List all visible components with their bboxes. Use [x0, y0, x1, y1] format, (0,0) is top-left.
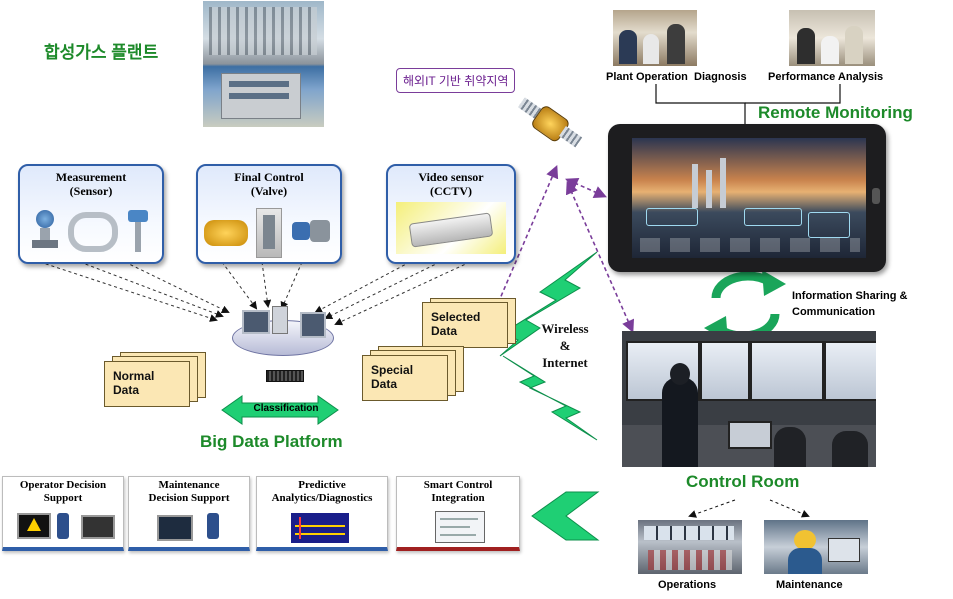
maintenance-photo	[764, 520, 868, 574]
monitor-right-icon	[300, 312, 326, 338]
laptop-icon	[81, 515, 115, 539]
control-room-photo	[622, 331, 876, 467]
selected-data-label: Selected Data	[431, 310, 481, 338]
keyboard-icon	[266, 370, 304, 382]
plant-operation-photo	[613, 10, 697, 66]
control-room-links	[688, 499, 810, 518]
maintenance-decision-support-box: Maintenance Decision Support	[128, 476, 250, 551]
satellite-links	[489, 165, 635, 333]
plant-title: 합성가스 플랜트	[44, 43, 159, 62]
control-room-title: Control Room	[686, 472, 800, 491]
smart-control-screen-icon	[435, 511, 485, 543]
final-control-title: Final Control (Valve)	[234, 170, 304, 198]
smart-control-title: Smart Control Integration	[423, 479, 493, 504]
satellite-region-label: 해외IT 기반 취약지역	[396, 68, 516, 93]
sensor-icon	[30, 210, 58, 254]
return-chevron	[531, 491, 600, 541]
tablet-device	[608, 124, 886, 272]
wireless-internet-label: Wireless & Internet	[541, 321, 589, 370]
special-data-stack: Special Data	[362, 346, 466, 408]
server-icon	[272, 306, 288, 334]
video-sensor-title: Video sensor (CCTV)	[418, 170, 484, 198]
predictive-analytics-box: Predictive Analytics/Diagnostics	[256, 476, 388, 551]
analytics-chart-icon	[291, 513, 349, 543]
operator-decision-support-box: Operator Decision Support	[2, 476, 124, 551]
performance-analysis-photo	[789, 10, 875, 66]
maintenance-monitor-icon	[157, 515, 193, 541]
monitor-left-icon	[242, 310, 270, 334]
maintenance-decision-title: Maintenance Decision Support	[148, 479, 230, 504]
valve-actuator-icon	[204, 220, 248, 246]
measurement-sensor-box: Measurement (Sensor)	[18, 164, 164, 264]
remote-monitoring-title: Remote Monitoring	[758, 103, 913, 122]
plant-photo	[203, 1, 324, 127]
transmitter-icon	[126, 210, 150, 254]
selected-data-stack: Selected Data	[422, 298, 518, 348]
smart-control-integration-box: Smart Control Integration	[396, 476, 520, 551]
normal-data-stack: Normal Data	[104, 352, 208, 414]
normal-data-label: Normal Data	[113, 369, 155, 397]
valve-icon	[256, 208, 282, 258]
predictive-analytics-title: Predictive Analytics/Diagnostics	[271, 479, 373, 504]
remote-links	[655, 84, 841, 126]
performance-analysis-label: Performance Analysis	[768, 71, 884, 83]
tablet-screen	[632, 138, 866, 258]
classification-arrow	[221, 395, 339, 425]
tablet-button	[872, 188, 880, 204]
operator-decision-title: Operator Decision Support	[19, 479, 107, 504]
big-data-platform-title: Big Data Platform	[200, 432, 343, 451]
operations-photo	[638, 520, 742, 574]
classification-label: Classification	[253, 403, 319, 414]
handheld-icon	[57, 513, 69, 539]
device-to-platform-arrows	[39, 261, 471, 326]
operations-label: Operations	[658, 579, 717, 591]
data-platform-computer	[224, 306, 344, 386]
maintenance-label: Maintenance	[776, 579, 843, 591]
video-sensor-box: Video sensor (CCTV)	[386, 164, 516, 264]
special-data-label: Special Data	[371, 363, 414, 391]
wireless-bolts	[499, 251, 598, 441]
maintenance-handheld-icon	[207, 513, 219, 539]
measurement-title: Measurement (Sensor)	[55, 170, 127, 198]
flowmeter-icon	[68, 212, 118, 252]
plant-operation-label: Plant Operation Diagnosis	[606, 71, 747, 83]
monitor-warning-icon	[17, 513, 51, 539]
info-sharing-label: Information Sharing & Communication	[792, 290, 908, 318]
final-control-valve-box: Final Control (Valve)	[196, 164, 342, 264]
positioner-icon	[292, 214, 332, 250]
